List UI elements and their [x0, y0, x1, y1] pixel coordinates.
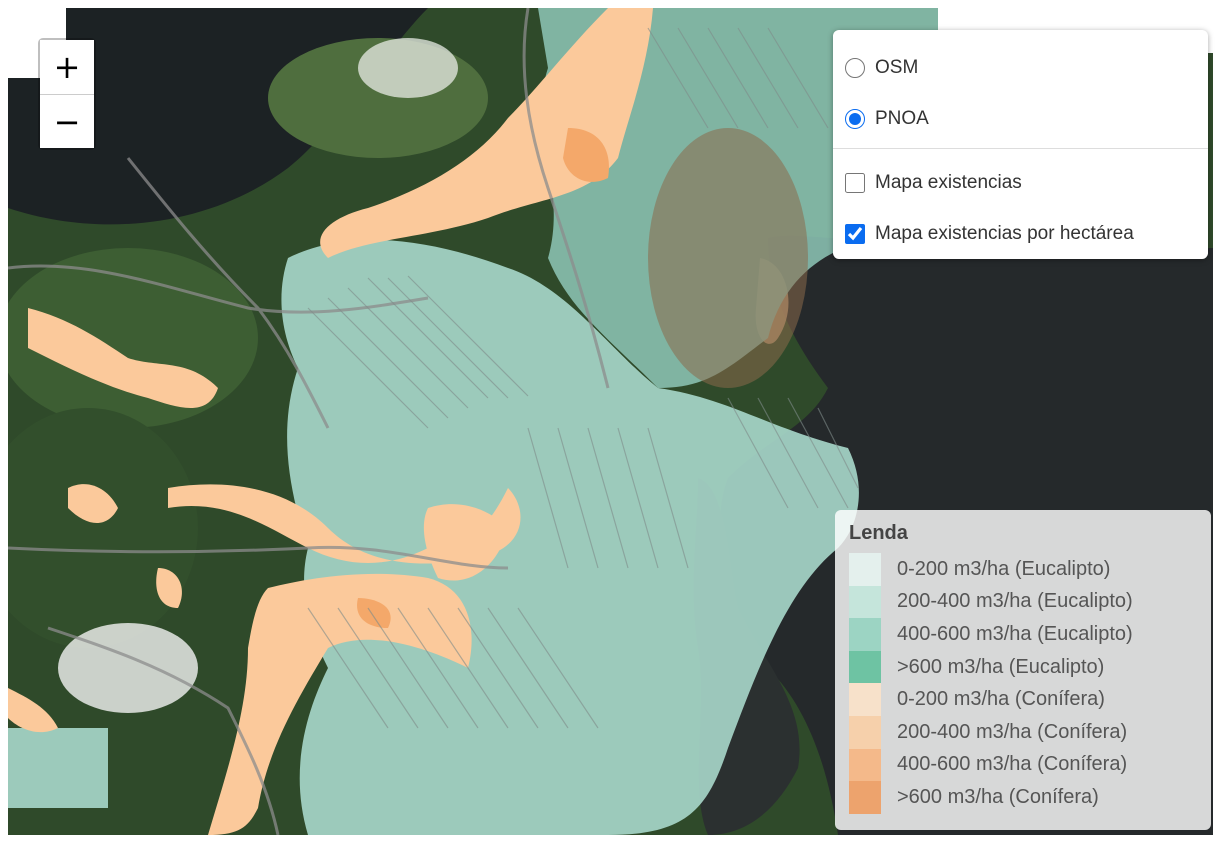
mapa-existencias-checkbox[interactable] [845, 172, 865, 193]
mapa-existencias-hectarea-label: Mapa existencias por hectárea [875, 222, 1134, 244]
mapa-existencias-hectarea-checkbox[interactable] [845, 223, 865, 244]
mapa-existencias-label: Mapa existencias [875, 171, 1022, 193]
legend-label: >600 m3/ha (Conífera) [897, 785, 1099, 808]
legend-item: 0-200 m3/ha (Conífera) [849, 683, 1197, 716]
legend-swatch [849, 585, 881, 619]
legend-swatch [849, 683, 881, 716]
legend-label: 200-400 m3/ha (Conífera) [897, 720, 1128, 743]
osm-radio[interactable] [845, 57, 865, 78]
legend-swatch [849, 748, 881, 782]
overlay-mapa-existencias-hectarea[interactable]: Mapa existencias por hectárea [845, 208, 1196, 259]
legend-item: >600 m3/ha (Conífera) [849, 781, 1197, 814]
layers-separator [833, 148, 1208, 149]
legend-item: 400-600 m3/ha (Eucalipto) [849, 618, 1197, 651]
legend-swatch [849, 715, 881, 749]
pnoa-label: PNOA [875, 107, 929, 129]
pnoa-radio[interactable] [845, 108, 865, 129]
legend-item: 0-200 m3/ha (Eucalipto) [849, 553, 1197, 586]
overlay-mapa-existencias[interactable]: Mapa existencias [845, 157, 1196, 208]
legend-item: >600 m3/ha (Eucalipto) [849, 650, 1197, 684]
legend-label: 400-600 m3/ha (Conífera) [897, 753, 1128, 776]
legend-swatch [849, 650, 881, 684]
legend-title: Lenda [849, 522, 908, 544]
layers-control: OSM PNOA Mapa existencias Mapa existenci… [833, 30, 1208, 259]
zoom-in-button[interactable]: + [40, 40, 94, 94]
legend-swatch [849, 781, 881, 814]
zoom-out-button[interactable]: − [40, 94, 94, 148]
legend-swatch [849, 553, 881, 586]
legend-item: 400-600 m3/ha (Conífera) [849, 748, 1197, 782]
legend-swatch [849, 618, 881, 651]
legend-label: >600 m3/ha (Eucalipto) [897, 655, 1105, 678]
zoom-control: + − [38, 38, 96, 150]
legend-label: 400-600 m3/ha (Eucalipto) [897, 622, 1133, 645]
legend-label: 0-200 m3/ha (Conífera) [897, 688, 1105, 711]
layer-osm[interactable]: OSM [845, 42, 1196, 93]
osm-label: OSM [875, 56, 919, 78]
legend-label: 200-400 m3/ha (Eucalipto) [897, 590, 1133, 613]
layer-pnoa[interactable]: PNOA [845, 93, 1196, 144]
legend-item: 200-400 m3/ha (Conífera) [849, 715, 1197, 749]
legend-item: 200-400 m3/ha (Eucalipto) [849, 585, 1197, 619]
legend-items: 0-200 m3/ha (Eucalipto) 200-400 m3/ha (E… [849, 553, 1197, 814]
map-legend: Lenda 0-200 m3/ha (Eucalipto) 200-400 m3… [835, 510, 1211, 830]
legend-label: 0-200 m3/ha (Eucalipto) [897, 557, 1111, 580]
